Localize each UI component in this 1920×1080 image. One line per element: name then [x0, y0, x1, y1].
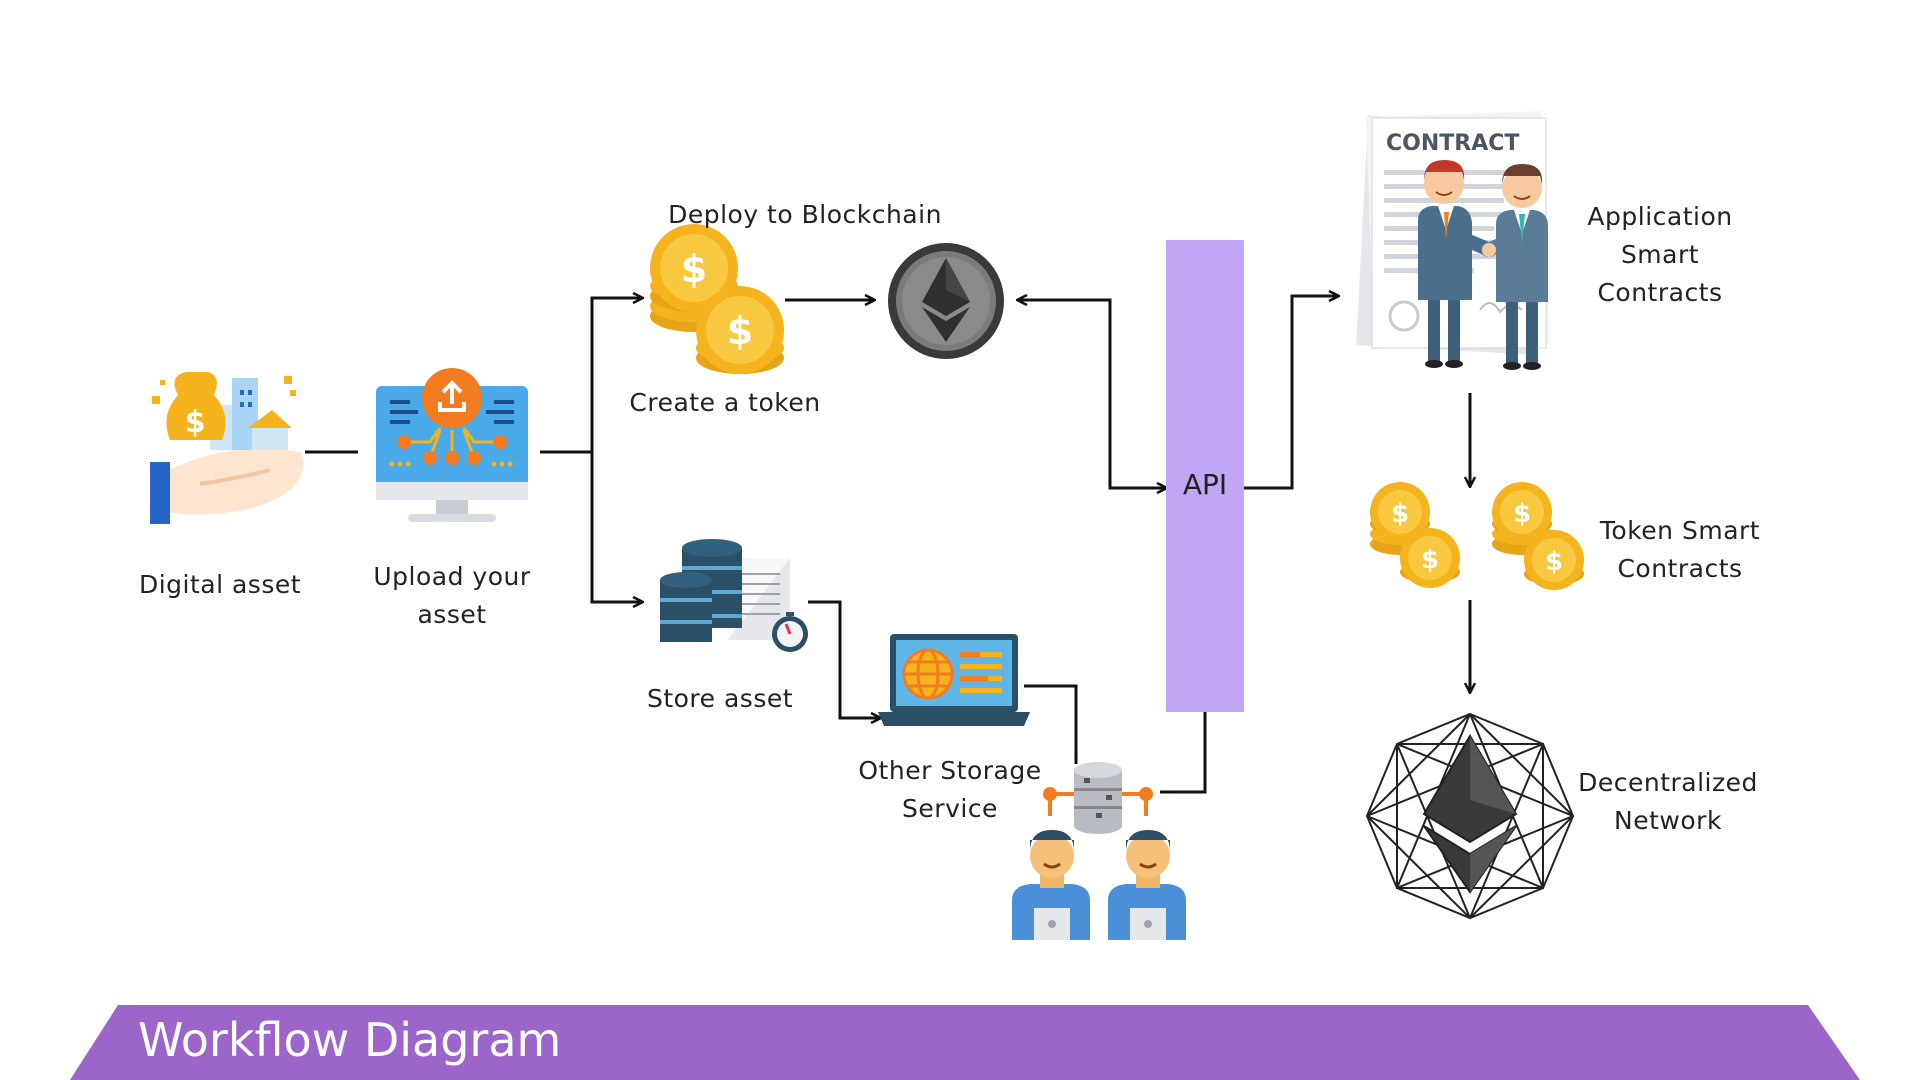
digital-asset-text: Digital asset	[138, 570, 302, 599]
app-contracts-line-2: Smart	[1620, 240, 1700, 269]
svg-text:$: $	[727, 309, 753, 353]
token-contracts-line-2: Contracts	[1617, 554, 1743, 583]
coin-stacks-icon: $ $ $ $	[1370, 482, 1584, 590]
upload-asset-line-2: asset	[417, 600, 487, 629]
svg-text:$: $	[1513, 499, 1531, 529]
svg-text:$: $	[1545, 547, 1563, 577]
other-storage-line-1: Other Storage	[858, 756, 1042, 785]
app-contracts-line-3: Contracts	[1597, 278, 1723, 307]
api-label: API	[1182, 468, 1228, 501]
app-contracts-label: Application Smart Contracts	[1560, 198, 1760, 312]
svg-text:$: $	[1421, 545, 1439, 575]
token-contracts-line-1: Token Smart	[1599, 516, 1761, 545]
other-storage-label: Other Storage Service	[840, 752, 1060, 828]
upload-monitor-icon	[376, 368, 528, 522]
ethereum-network-icon	[1365, 712, 1575, 920]
contract-handshake-icon: CONTRACT	[1356, 110, 1550, 370]
decentralized-network-label: Decentralized Network	[1558, 764, 1778, 840]
other-storage-line-2: Service	[902, 794, 998, 823]
coins-icon: $ $	[650, 224, 784, 374]
create-token-text: Create a token	[629, 388, 821, 417]
svg-text:$: $	[185, 405, 206, 440]
create-token-label: Create a token	[610, 384, 840, 422]
upload-asset-line-1: Upload your	[373, 562, 531, 591]
connector-blockchain-api	[1018, 300, 1112, 490]
decentralized-network-line-1: Decentralized	[1578, 768, 1758, 797]
app-contracts-line-1: Application	[1587, 202, 1733, 231]
token-contracts-label: Token Smart Contracts	[1570, 512, 1790, 588]
deploy-blockchain-label: Deploy to Blockchain	[660, 196, 950, 234]
decentralized-network-line-2: Network	[1614, 806, 1722, 835]
svg-text:$: $	[681, 247, 707, 291]
svg-text:$: $	[1391, 499, 1409, 529]
digital-asset-label: Digital asset	[120, 566, 320, 604]
connector-api-contracts	[1244, 296, 1338, 490]
api-bar	[1166, 240, 1244, 712]
upload-asset-label: Upload your asset	[352, 558, 552, 634]
svg-text:CONTRACT: CONTRACT	[1386, 131, 1519, 156]
money-bag-city-hand-icon: $	[150, 372, 304, 524]
deploy-blockchain-text: Deploy to Blockchain	[668, 200, 942, 229]
connector-split-token	[590, 298, 642, 452]
connector-split-store	[590, 452, 642, 602]
title-banner	[70, 1005, 1860, 1080]
store-asset-label: Store asset	[620, 680, 820, 718]
ethereum-coin-icon	[888, 243, 1004, 359]
connector-store-other	[808, 600, 880, 718]
users-database-icon	[1012, 762, 1186, 940]
store-asset-text: Store asset	[646, 684, 794, 713]
connectors	[305, 296, 1470, 794]
connector-other-users	[1024, 684, 1078, 764]
laptop-globe-icon	[878, 634, 1030, 726]
database-document-icon	[660, 539, 808, 652]
connector-api-users	[1160, 712, 1207, 794]
page-title: Workflow Diagram	[138, 1013, 562, 1067]
